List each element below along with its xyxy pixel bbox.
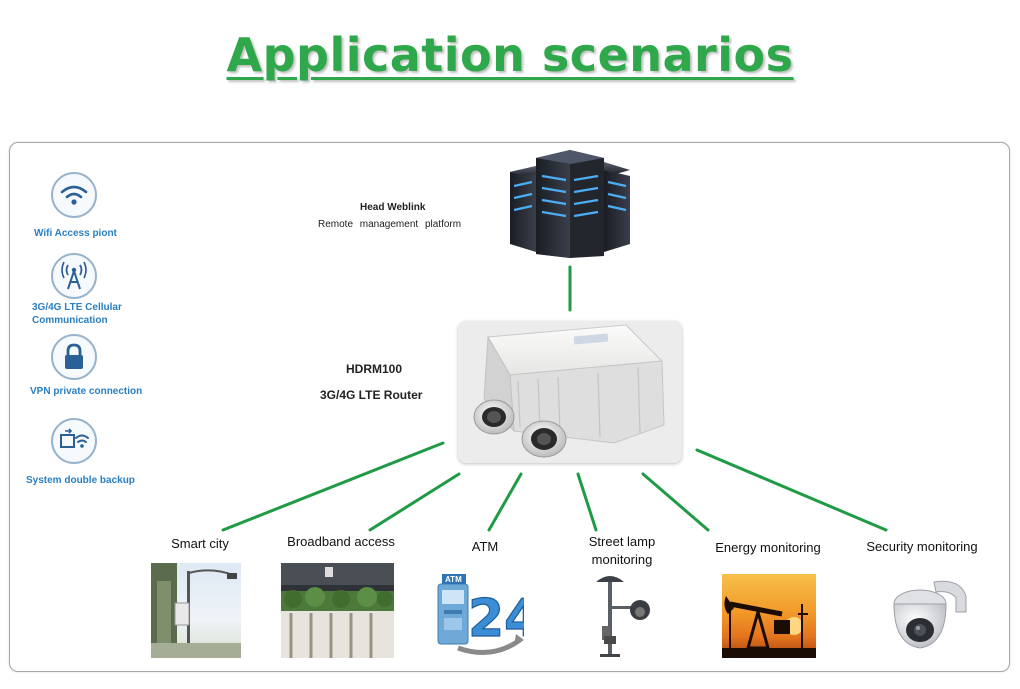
page-title: Application scenarios bbox=[226, 28, 794, 82]
router-device-icon bbox=[458, 321, 682, 463]
wifi-icon bbox=[51, 172, 97, 218]
svg-text:ATM: ATM bbox=[445, 575, 462, 584]
scenario-label-energy: Energy monitoring bbox=[715, 540, 821, 555]
feature-label-cellular: 3G/4G LTE Cellular Communication bbox=[32, 301, 122, 327]
svg-text:24: 24 bbox=[468, 589, 524, 649]
scenario-label-street-lamp: Street lamp monitoring bbox=[574, 533, 670, 569]
atm-icon: ATM 24 bbox=[437, 574, 524, 655]
feature-label-backup: System double backup bbox=[26, 475, 135, 486]
scenario-label-broadband: Broadband access bbox=[287, 534, 395, 549]
scenario-label-street-lamp-line2: monitoring bbox=[591, 552, 653, 567]
street-lamp-camera-icon bbox=[596, 576, 650, 657]
cell-tower-icon bbox=[51, 253, 97, 299]
feature-label-cellular-line1: 3G/4G LTE Cellular bbox=[32, 302, 122, 313]
router-model: HDRM100 bbox=[346, 362, 403, 376]
scenario-label-atm: ATM bbox=[471, 539, 499, 554]
scenario-label-security: Security monitoring bbox=[866, 539, 978, 554]
server-subtitle: Remote management platform bbox=[318, 219, 462, 230]
router-type: 3G/4G LTE Router bbox=[320, 388, 423, 402]
feature-label-cellular-line2: Communication bbox=[32, 315, 108, 326]
feature-label-vpn: VPN private connection bbox=[30, 386, 143, 397]
security-camera-icon bbox=[893, 580, 967, 649]
oil-pump-photo bbox=[722, 574, 816, 658]
scenario-label-smart-city: Smart city bbox=[171, 536, 229, 551]
broadband-photo bbox=[281, 563, 394, 658]
server-title: Head Weblink bbox=[360, 202, 426, 213]
lock-icon bbox=[51, 334, 97, 380]
server-rack-icon bbox=[510, 150, 630, 258]
smart-city-photo bbox=[151, 563, 241, 658]
feature-label-wifi: Wifi Access piont bbox=[34, 228, 117, 239]
backup-icon bbox=[51, 418, 97, 464]
scenario-label-street-lamp-line1: Street lamp bbox=[588, 534, 656, 549]
